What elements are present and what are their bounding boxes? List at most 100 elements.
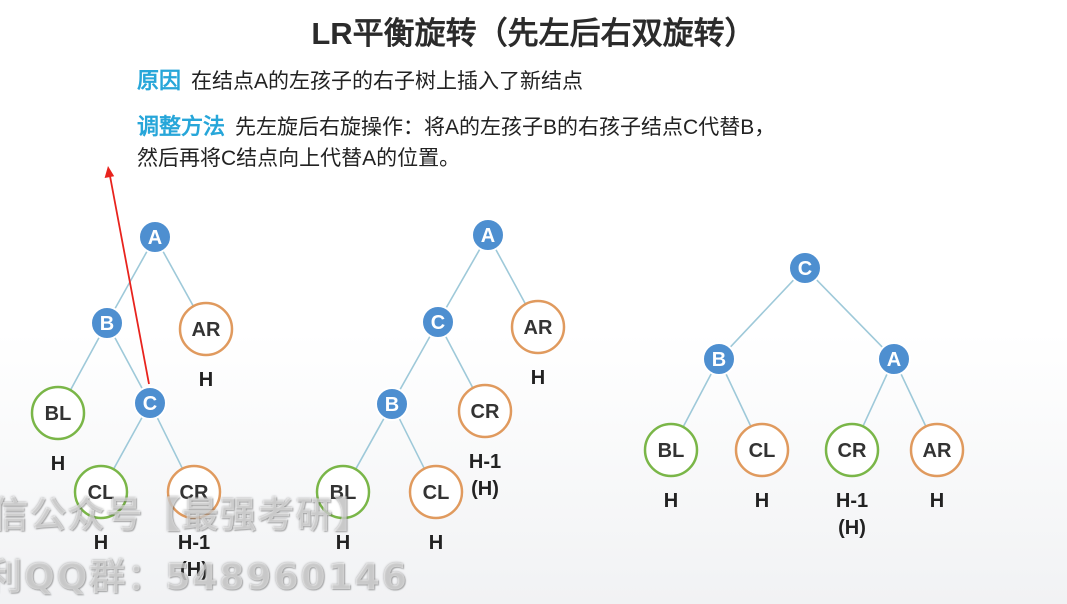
method-text-line2: 然后再将C结点向上代替A的位置。 [137, 147, 461, 170]
tree3-node-bl: BLH [643, 422, 699, 512]
tree1-label-cl: CL [88, 482, 115, 504]
tree2-label-b: B [385, 394, 399, 416]
tree2-edge-c-b [399, 335, 431, 391]
watermark-line-2: 利QQ群：548960146 [0, 557, 409, 598]
tree1-label-b: B [100, 313, 114, 335]
tree3-circle-bl [643, 422, 699, 478]
tree3-height-ar: H [930, 490, 944, 512]
tree3-node-cl: CL H [734, 422, 790, 512]
tree1-label-bl: BL [45, 403, 72, 425]
tree1-node-cr: CR H-1 (H) [166, 464, 222, 581]
tree2-circle-ar [510, 299, 566, 355]
tree1-node-cl: CL H [73, 464, 129, 554]
annotation-layer [104, 166, 150, 385]
tree2-circle-cl [408, 464, 464, 520]
tree2-node-a: A [471, 218, 505, 252]
tree1-circle-c [133, 386, 167, 420]
tree2-label-cl: CL [423, 482, 450, 504]
tree3-node-c: C [788, 251, 822, 285]
tree3-label-cr: CR [838, 440, 867, 462]
tree2-label-bl: BL [330, 482, 357, 504]
tree3-circle-c [788, 251, 822, 285]
tree1-height-ar: H [199, 369, 213, 391]
tree3-edge-a-ar [900, 373, 927, 427]
tree3-circle-a [877, 342, 911, 376]
tree1-circle-bl [30, 385, 86, 441]
tree2-height-cr: H-1 [469, 451, 501, 473]
tree1-node-c: C [133, 386, 167, 420]
tree3-node-ar: ARH [909, 422, 965, 512]
method-text-line1: 先左旋后右旋操作：将A的左孩子B的右孩子结点C代替B， [235, 116, 776, 139]
tree2-label-cr: CR [471, 401, 500, 423]
edges-layer [69, 248, 927, 470]
tree2-node-cl: CL H [408, 464, 464, 554]
tree1-height-bl: H [51, 453, 65, 475]
tree3-node-a: A [877, 342, 911, 376]
tree2-circle-b [375, 387, 409, 421]
tree2-label-c: C [431, 312, 445, 334]
tree3-height-cl: H [755, 490, 769, 512]
tree1-edge-c-cr [156, 416, 184, 470]
method-line-2: 然后再将C结点向上代替A的位置。 [137, 142, 460, 172]
tree1-node-bl: BL H [30, 385, 86, 475]
tree2-edge-b-bl [354, 417, 385, 470]
tree1-label-ar: AR [192, 319, 221, 341]
tree2-node-c: C [421, 305, 455, 339]
tree1-circle-b [90, 306, 124, 340]
tree2-edge-c-cr [444, 335, 474, 389]
tree1-height-alt-cr: (H) [180, 559, 208, 581]
tree1-label-a: A [148, 227, 162, 249]
tree1-label-c: C [143, 393, 157, 415]
method-line: 调整方法先左旋后右旋操作：将A的左孩子B的右孩子结点C代替B， [137, 109, 775, 141]
annotation-arrow-head [104, 166, 115, 178]
tree2-circle-c [421, 305, 455, 339]
tree3-height-bl: H [664, 490, 678, 512]
tree3-edge-c-b [729, 279, 795, 348]
tree1-node-ar: AR H [178, 301, 234, 391]
tree3-height-cr: H-1 [836, 490, 868, 512]
method-keyword: 调整方法 [137, 114, 226, 139]
tree1-edge-b-bl [69, 336, 101, 391]
tree1-circle-cr [166, 464, 222, 520]
tree3-label-a: A [887, 349, 901, 371]
tree1-edge-c-cl [112, 416, 144, 470]
tree2-node-ar: AR H [510, 299, 566, 389]
tree2-circle-a [471, 218, 505, 252]
tree3-label-b: B [712, 349, 726, 371]
tree3-label-c: C [798, 258, 812, 280]
tree1-circle-a [138, 220, 172, 254]
tree3-edge-b-bl [682, 372, 713, 428]
tree1-circle-ar [178, 301, 234, 357]
tree3-node-cr: CR H-1 (H) [824, 422, 880, 539]
tree3-edge-b-cl [725, 373, 752, 427]
tree2-label-ar: AR [524, 317, 553, 339]
slide-title: LR平衡旋转（先左后右双旋转） [311, 16, 756, 51]
tree2-node-b: B [375, 387, 409, 421]
tree2-node-bl: BLH [315, 464, 371, 554]
tree1-height-cl: H [94, 532, 108, 554]
tree2-edge-b-cl [398, 417, 426, 470]
tree2-height-alt-cr: (H) [471, 478, 499, 500]
tree2-height-ar: H [531, 367, 545, 389]
tree1-label-cr: CR [180, 482, 209, 504]
tree1-node-b: B [90, 306, 124, 340]
tree3-edge-c-a [815, 278, 884, 349]
tree3-circle-ar [909, 422, 965, 478]
watermark-line-1: 信公众号【最强考研】 [0, 495, 373, 536]
tree3-label-cl: CL [749, 440, 776, 462]
tree2-label-a: A [481, 225, 495, 247]
reason-text: 在结点A的左孩子的右子树上插入了新结点 [191, 70, 584, 93]
tree2-circle-bl [315, 464, 371, 520]
tree3-node-b: B [702, 342, 736, 376]
tree1-edge-a-ar [162, 250, 195, 307]
tree1-edge-a-b [114, 250, 148, 310]
tree1-node-a: A [138, 220, 172, 254]
tree2-height-cl: H [429, 532, 443, 554]
annotation-arrow-line [109, 175, 150, 385]
tree3-height-alt-cr: (H) [838, 517, 866, 539]
tree3-circle-cr [824, 422, 880, 478]
tree1-height-cr: H-1 [178, 532, 210, 554]
tree3-circle-b [702, 342, 736, 376]
